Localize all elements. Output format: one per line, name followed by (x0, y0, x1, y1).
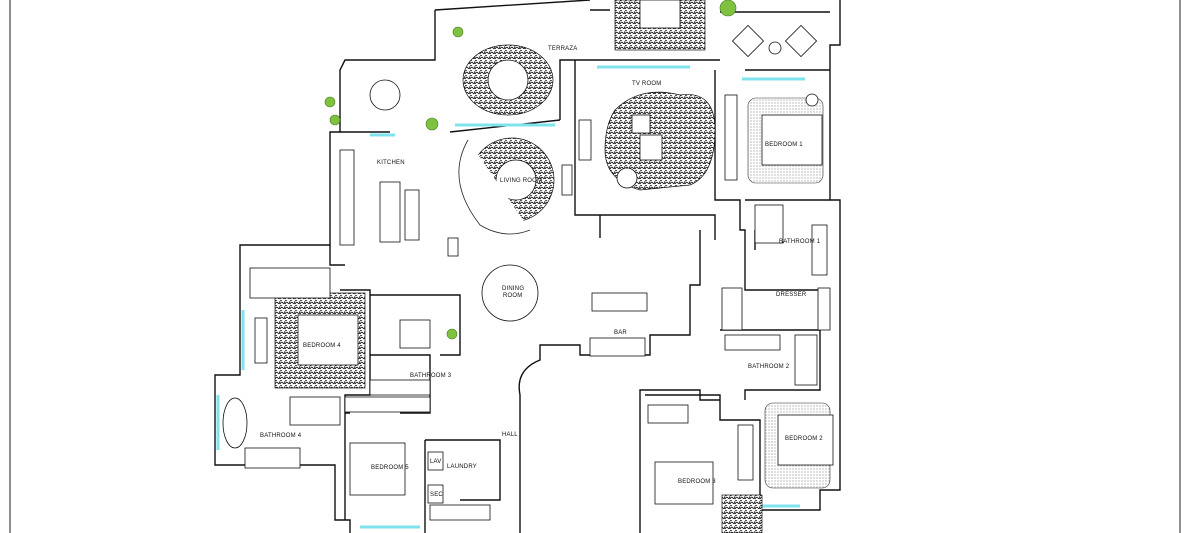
label-bathroom-2: BATHROOM 2 (748, 364, 790, 370)
label-bedroom-4: BEDROOM 4 (303, 343, 341, 349)
label-bedroom-2: BEDROOM 2 (785, 436, 823, 442)
dining-furniture (481, 264, 648, 357)
bathroom-fixtures (222, 319, 818, 469)
label-bathroom-3: BATHROOM 3 (410, 373, 452, 379)
label-bathroom-1: BATHROOM 1 (779, 239, 821, 245)
room-labels: TERRAZA TV ROOM KITCHEN LIVING ROOM BEDR… (260, 46, 823, 498)
tv-room-furniture (578, 91, 738, 191)
label-living-room: LIVING ROOM (500, 178, 542, 184)
bedroom-beds (349, 402, 834, 533)
windows (216, 65, 805, 529)
bedroom-4-furniture (249, 267, 366, 389)
exterior-walls (214, 0, 841, 533)
label-bar: BAR (614, 330, 627, 336)
label-bedroom-5: BEDROOM 5 (371, 465, 409, 471)
label-dresser: DRESSER (776, 292, 807, 298)
bedroom-1-furniture (747, 93, 828, 276)
label-lav: LAV (430, 459, 442, 465)
kitchen-furniture (339, 149, 459, 257)
label-laundry: LAUNDRY (447, 464, 477, 470)
label-bedroom-1: BEDROOM 1 (765, 142, 803, 148)
label-sec: SEC (430, 492, 443, 498)
label-bathroom-4: BATHROOM 4 (260, 433, 302, 439)
terraza-furniture (324, 0, 818, 340)
label-hall: HALL (502, 432, 518, 438)
label-bedroom-3: BEDROOM 3 (678, 479, 716, 485)
label-terraza: TERRAZA (548, 46, 577, 52)
label-kitchen: KITCHEN (377, 160, 405, 166)
label-dining-room: ROOM (503, 293, 522, 299)
label-tv-room: TV ROOM (632, 81, 661, 87)
wardrobes (344, 287, 831, 521)
label-dining: DINING (502, 286, 524, 292)
living-room-furniture (458, 137, 573, 235)
